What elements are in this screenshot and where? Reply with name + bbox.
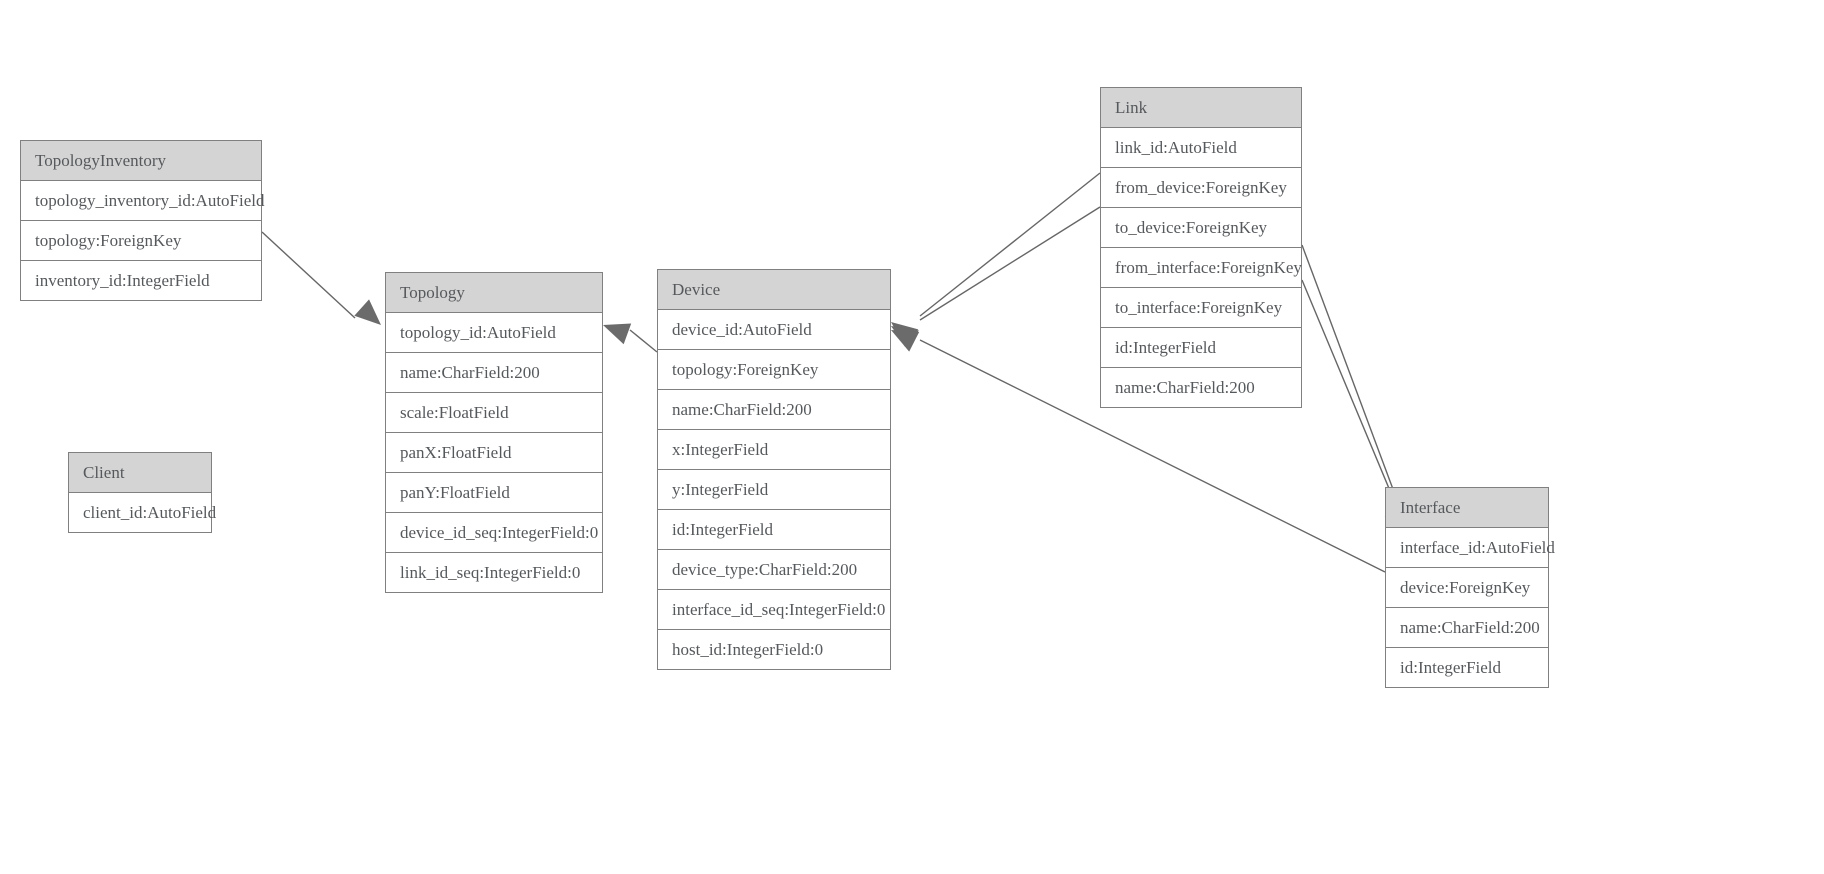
entity-link-field[interactable]: from_interface:ForeignKey (1101, 248, 1302, 288)
entity-interface-field[interactable]: interface_id:AutoField (1386, 528, 1555, 568)
entity-topology-title: Topology (386, 273, 602, 313)
relationship-arrowhead (603, 323, 632, 345)
entity-client-field[interactable]: client_id:AutoField (69, 493, 216, 532)
entity-device-field[interactable]: topology:ForeignKey (658, 350, 890, 390)
entity-interface-field[interactable]: device:ForeignKey (1386, 568, 1548, 608)
entity-link-title: Link (1101, 88, 1301, 128)
entity-device-field[interactable]: interface_id_seq:IntegerField:0 (658, 590, 890, 630)
entity-device-field[interactable]: y:IntegerField (658, 470, 890, 510)
entity-topology_inventory-title: TopologyInventory (21, 141, 261, 181)
entity-topology-field[interactable]: device_id_seq:IntegerField:0 (386, 513, 602, 553)
entity-topology-field[interactable]: name:CharField:200 (386, 353, 602, 393)
relationship-link-from-device-to-device (891, 172, 1101, 347)
entity-interface-title: Interface (1386, 488, 1548, 528)
entity-device-title: Device (658, 270, 890, 310)
entity-link-field[interactable]: from_device:ForeignKey (1101, 168, 1301, 208)
entity-link-field[interactable]: id:IntegerField (1101, 328, 1301, 368)
entity-link-field[interactable]: link_id:AutoField (1101, 128, 1301, 168)
entity-interface-field[interactable]: id:IntegerField (1386, 648, 1548, 687)
entity-topology-field[interactable]: panY:FloatField (386, 473, 602, 513)
entity-topology-field[interactable]: link_id_seq:IntegerField:0 (386, 553, 602, 592)
entity-topology-field[interactable]: scale:FloatField (386, 393, 602, 433)
relationship-topologyinventory-to-topology (261, 231, 381, 325)
entity-device-field[interactable]: device_type:CharField:200 (658, 550, 890, 590)
entity-interface-field[interactable]: name:CharField:200 (1386, 608, 1548, 648)
relationship-line (261, 231, 356, 319)
entity-device-field[interactable]: x:IntegerField (658, 430, 890, 470)
relationship-line (629, 329, 658, 353)
relationship-line (1301, 279, 1399, 511)
entity-device-field[interactable]: host_id:IntegerField:0 (658, 630, 890, 669)
entity-link-field[interactable]: name:CharField:200 (1101, 368, 1301, 407)
entity-device-field[interactable]: id:IntegerField (658, 510, 890, 550)
entity-topology-field[interactable]: topology_id:AutoField (386, 313, 602, 353)
relationship-link-to-device-to-device (891, 206, 1101, 350)
relationship-line (1301, 244, 1401, 509)
entity-topology_inventory-field[interactable]: topology:ForeignKey (21, 221, 261, 261)
relationship-line (919, 172, 1101, 317)
entity-topology_inventory-field[interactable]: inventory_id:IntegerField (21, 261, 261, 300)
entity-link-field[interactable]: to_interface:ForeignKey (1101, 288, 1301, 328)
relationship-line (919, 206, 1101, 321)
relationship-device-to-topology (603, 323, 658, 353)
entity-link-field[interactable]: to_device:ForeignKey (1101, 208, 1301, 248)
entity-topology_inventory-field[interactable]: topology_inventory_id:AutoField (21, 181, 265, 221)
entity-topology-field[interactable]: panX:FloatField (386, 433, 602, 473)
entity-client-title: Client (69, 453, 211, 493)
entity-device-field[interactable]: device_id:AutoField (658, 310, 890, 350)
relationship-arrowhead (354, 299, 381, 325)
entity-device-field[interactable]: name:CharField:200 (658, 390, 890, 430)
